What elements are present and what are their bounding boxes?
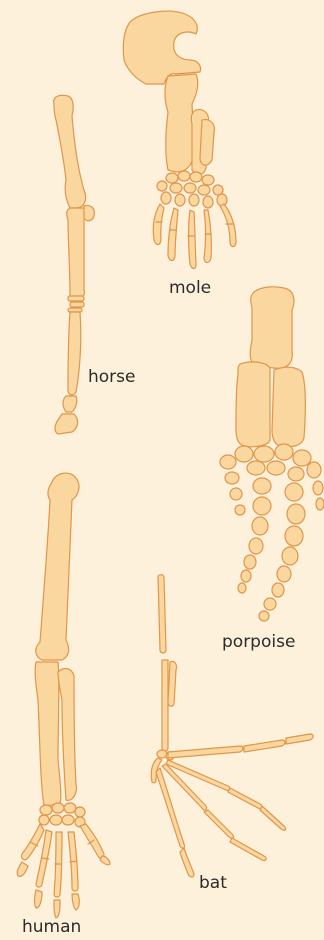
horse-carpals xyxy=(68,296,84,312)
porpoise-humerus xyxy=(250,287,294,369)
mole-wrist xyxy=(157,171,227,208)
bat-fingers xyxy=(151,734,313,877)
horse-cannon-bone xyxy=(68,312,81,395)
porpoise-limb xyxy=(220,287,324,621)
human-radius xyxy=(35,662,61,806)
mole-shoulder-blade xyxy=(123,11,200,84)
mole-olecranon xyxy=(200,120,214,165)
horse-radius xyxy=(67,208,87,299)
label-human: human xyxy=(22,917,81,937)
label-horse: horse xyxy=(88,367,135,387)
horse-humerus xyxy=(54,95,86,208)
mole-limb xyxy=(123,11,236,268)
mole-digits xyxy=(153,204,236,269)
porpoise-ulna xyxy=(272,367,305,447)
human-humerus xyxy=(36,473,79,660)
horse-ulna-knob xyxy=(84,205,94,220)
label-mole: mole xyxy=(169,278,211,298)
label-porpoise: porpoise xyxy=(222,632,295,652)
bat-humerus xyxy=(158,575,166,653)
porpoise-radius xyxy=(236,362,270,447)
human-ulna xyxy=(58,669,76,801)
label-bat: bat xyxy=(199,873,227,893)
porpoise-digits xyxy=(225,472,324,621)
human-limb xyxy=(17,473,110,918)
bat-radius xyxy=(162,660,168,751)
horse-pastern xyxy=(63,396,77,412)
bat-ulna xyxy=(168,661,177,706)
human-carpals xyxy=(39,803,85,827)
horse-hoof xyxy=(55,414,78,434)
human-fingers xyxy=(17,824,110,918)
bat-limb xyxy=(151,575,313,877)
